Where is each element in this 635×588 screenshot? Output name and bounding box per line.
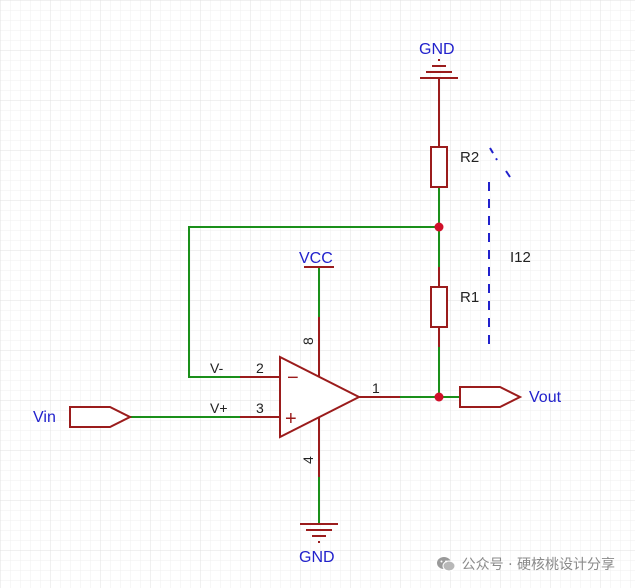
watermark-text: 公众号 · 硬核桃设计分享 bbox=[461, 557, 615, 573]
junction-output bbox=[434, 392, 444, 402]
watermark: 公众号 · 硬核桃设计分享 bbox=[436, 554, 615, 574]
v-minus-label: V- bbox=[210, 360, 224, 376]
vout-label: Vout bbox=[529, 389, 562, 406]
vcc-label: VCC bbox=[299, 250, 333, 267]
current-arrow bbox=[488, 147, 511, 347]
junction-feedback bbox=[434, 222, 444, 232]
gnd-bottom-label: GND bbox=[299, 549, 335, 566]
components bbox=[69, 59, 523, 543]
pin-2-label: 2 bbox=[256, 360, 264, 376]
vin-port[interactable] bbox=[69, 406, 133, 428]
feedback-wire bbox=[188, 226, 439, 378]
ground-symbol-top bbox=[420, 59, 458, 107]
plus-sign: + bbox=[285, 408, 297, 430]
opamp[interactable] bbox=[240, 317, 400, 477]
gnd-top-label: GND bbox=[419, 41, 455, 58]
pin-8-label: 8 bbox=[300, 337, 316, 345]
current-label: I12 bbox=[510, 249, 531, 266]
vin-label: Vin bbox=[33, 409, 56, 426]
minus-sign: − bbox=[287, 367, 299, 389]
resistor-r2[interactable] bbox=[430, 107, 448, 188]
wechat-icon bbox=[436, 556, 456, 572]
wires bbox=[130, 187, 460, 524]
r1-label: R1 bbox=[460, 289, 479, 306]
ground-symbol-bottom bbox=[300, 523, 338, 543]
pin-1-label: 1 bbox=[372, 380, 380, 396]
r2-label: R2 bbox=[460, 149, 479, 166]
vout-port[interactable] bbox=[459, 386, 523, 408]
resistor-r1[interactable] bbox=[430, 267, 448, 347]
v-plus-label: V+ bbox=[210, 400, 228, 416]
pin-3-label: 3 bbox=[256, 400, 264, 416]
pin-4-label: 4 bbox=[300, 456, 316, 464]
